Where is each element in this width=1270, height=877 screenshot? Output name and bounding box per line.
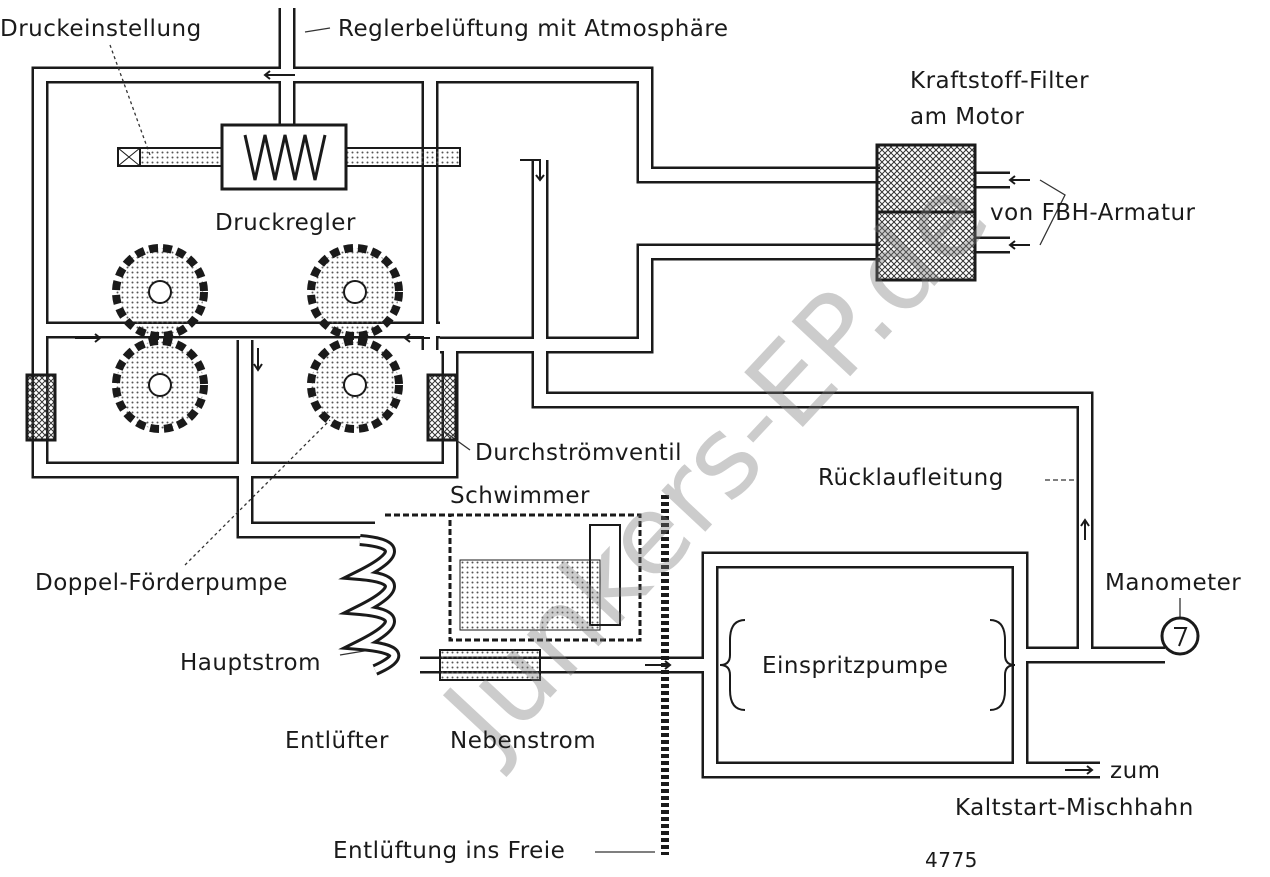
pressure-regulator [117,123,461,191]
flow-valves [25,373,458,442]
figure-number: 4775 [925,848,978,872]
label-regulator-vent: Reglerbelüftung mit Atmosphäre [338,16,729,42]
label-cold-start: Kaltstart-Mischhahn [955,795,1194,821]
label-injection-pump: Einspritzpumpe [762,653,949,679]
label-float: Schwimmer [450,483,590,509]
gear-pump [112,244,403,433]
label-air-bleeder: Entlüfter [285,728,389,754]
label-return-line: Rücklaufleitung [818,465,1004,491]
label-manometer: Manometer [1105,570,1242,596]
label-flow-valve: Durchströmventil [475,440,683,466]
brace-right [989,619,1016,711]
brace-left [719,619,746,711]
flow-arrows [75,70,1094,775]
label-main-flow: Hauptstrom [180,650,322,676]
label-pressure-setting: Druckeinstellung [0,16,202,42]
label-bypass-flow: Nebenstrom [450,728,597,754]
label-filter-2: am Motor [910,104,1025,130]
label-from-fbh: von FBH-Armatur [990,200,1196,226]
float-chamber [338,513,642,681]
manometer-gauge [1160,616,1200,656]
label-to: zum [1110,758,1161,784]
label-pressure-regulator: Druckregler [215,210,356,236]
label-vent-outside: Entlüftung ins Freie [333,838,566,864]
label-filter-1: Kraftstoff-Filter [910,68,1090,94]
label-double-pump: Doppel-Förderpumpe [35,570,288,596]
